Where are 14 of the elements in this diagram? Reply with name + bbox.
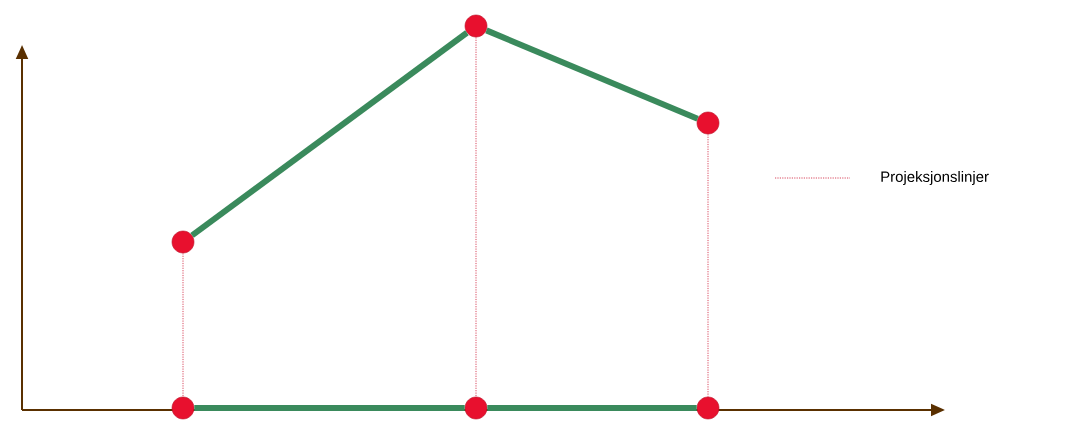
point bbox=[464, 396, 488, 420]
line-segment bbox=[190, 30, 469, 238]
point bbox=[464, 14, 488, 38]
line-segment bbox=[194, 405, 465, 411]
projection-line bbox=[182, 252, 184, 398]
projection-line bbox=[707, 133, 709, 398]
line-segment bbox=[485, 27, 699, 122]
point bbox=[696, 396, 720, 420]
point bbox=[696, 111, 720, 135]
projection-line bbox=[475, 36, 477, 398]
line-segment bbox=[487, 405, 697, 411]
point bbox=[171, 230, 195, 254]
point bbox=[171, 396, 195, 420]
legend-label: Projeksjonslinjer bbox=[881, 171, 989, 185]
